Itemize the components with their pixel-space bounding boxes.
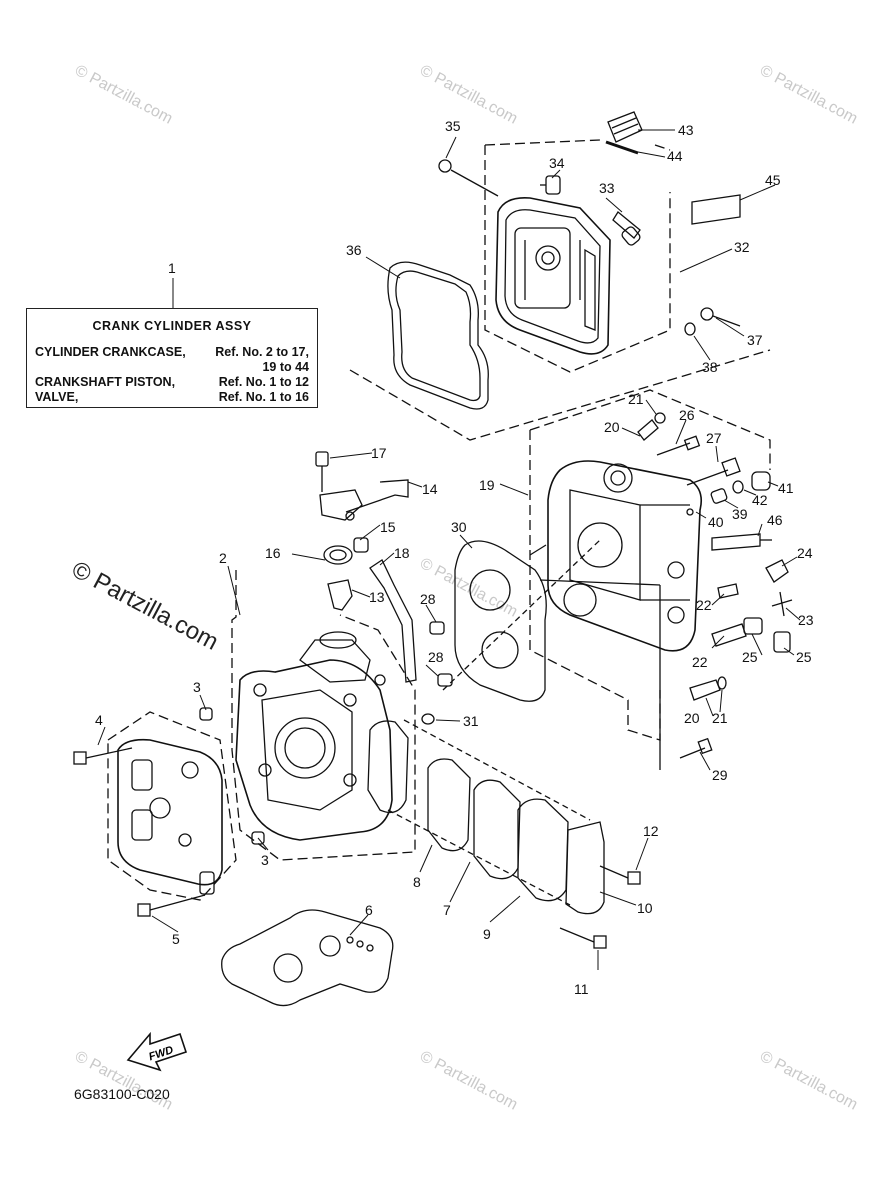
legend-row-ref: 19 to 44 (262, 360, 309, 374)
part-label: 9 (483, 926, 491, 942)
part-label: 33 (599, 180, 615, 196)
cylinder-head-group (529, 389, 793, 770)
exhaust-plates (367, 719, 641, 949)
part-label: 12 (643, 823, 659, 839)
part-label: 22 (692, 654, 708, 670)
head-cover-group (349, 111, 771, 441)
crankcase-left (73, 711, 237, 917)
part-label: 34 (549, 155, 565, 171)
part-label: 8 (413, 874, 421, 890)
legend-row-label: CRANKSHAFT PISTON, (35, 375, 176, 389)
part-label: 10 (637, 900, 653, 916)
part-label: 13 (369, 589, 385, 605)
part-label: 32 (734, 239, 750, 255)
part-label: 42 (752, 492, 768, 508)
part-label: 14 (422, 481, 438, 497)
legend-row-ref: Ref. No. 1 to 12 (218, 375, 309, 389)
part-label: 37 (747, 332, 763, 348)
part-label: 25 (796, 649, 812, 665)
part-label: 30 (451, 519, 467, 535)
part-label: 28 (428, 649, 444, 665)
assembly-legend: CRANK CYLINDER ASSY CYLINDER CRANKCASE, … (26, 308, 318, 408)
part-label: 1 (168, 260, 176, 276)
part-label: 19 (479, 477, 495, 493)
part-label: 15 (380, 519, 396, 535)
part-label: 27 (706, 430, 722, 446)
part-label: 23 (798, 612, 814, 628)
part-label: 26 (679, 407, 695, 423)
legend-row-label: VALVE, (35, 390, 79, 404)
part-label: 40 (708, 514, 724, 530)
part-label: 24 (797, 545, 813, 561)
part-label: 38 (702, 359, 718, 375)
legend-row-label: CYLINDER CRANKCASE, (35, 345, 186, 359)
part-label: 39 (732, 506, 748, 522)
part-label: 36 (346, 242, 362, 258)
fwd-arrow (126, 1031, 188, 1072)
part-label: 5 (172, 931, 180, 947)
part-label: 3 (193, 679, 201, 695)
part-label: 7 (443, 902, 451, 918)
part-label: 25 (742, 649, 758, 665)
part-label: 45 (765, 172, 781, 188)
part-label: 46 (767, 512, 783, 528)
part-label: 21 (628, 391, 644, 407)
diagram-code: 6G83100-C020 (74, 1086, 170, 1102)
part-label: 11 (574, 981, 589, 997)
part-label: 44 (667, 148, 683, 164)
part-label: 4 (95, 712, 103, 728)
thermostat-group (315, 451, 417, 683)
part-label: 31 (463, 713, 479, 729)
legend-row-ref: Ref. No. 2 to 17, (215, 345, 309, 359)
part-label: 35 (445, 118, 461, 134)
part-label: 2 (219, 550, 227, 566)
part-label: 16 (265, 545, 281, 561)
legend-row-ref: Ref. No. 1 to 16 (218, 390, 309, 404)
part-label: 41 (778, 480, 794, 496)
part-label: 21 (712, 710, 728, 726)
part-label: 6 (365, 902, 373, 918)
part-label: 3 (261, 852, 269, 868)
legend-title: CRANK CYLINDER ASSY (92, 319, 252, 333)
part-label: 18 (394, 545, 410, 561)
part-label: 20 (604, 419, 620, 435)
cylinder-block (199, 570, 453, 861)
head-gasket (442, 539, 601, 702)
part-label: 22 (696, 597, 712, 613)
part-label: 43 (678, 122, 694, 138)
part-label: 29 (712, 767, 728, 783)
part-label: 28 (420, 591, 436, 607)
leader-lines (97, 129, 801, 970)
part-label: 17 (371, 445, 387, 461)
base-gasket (221, 909, 394, 1007)
part-label: 20 (684, 710, 700, 726)
